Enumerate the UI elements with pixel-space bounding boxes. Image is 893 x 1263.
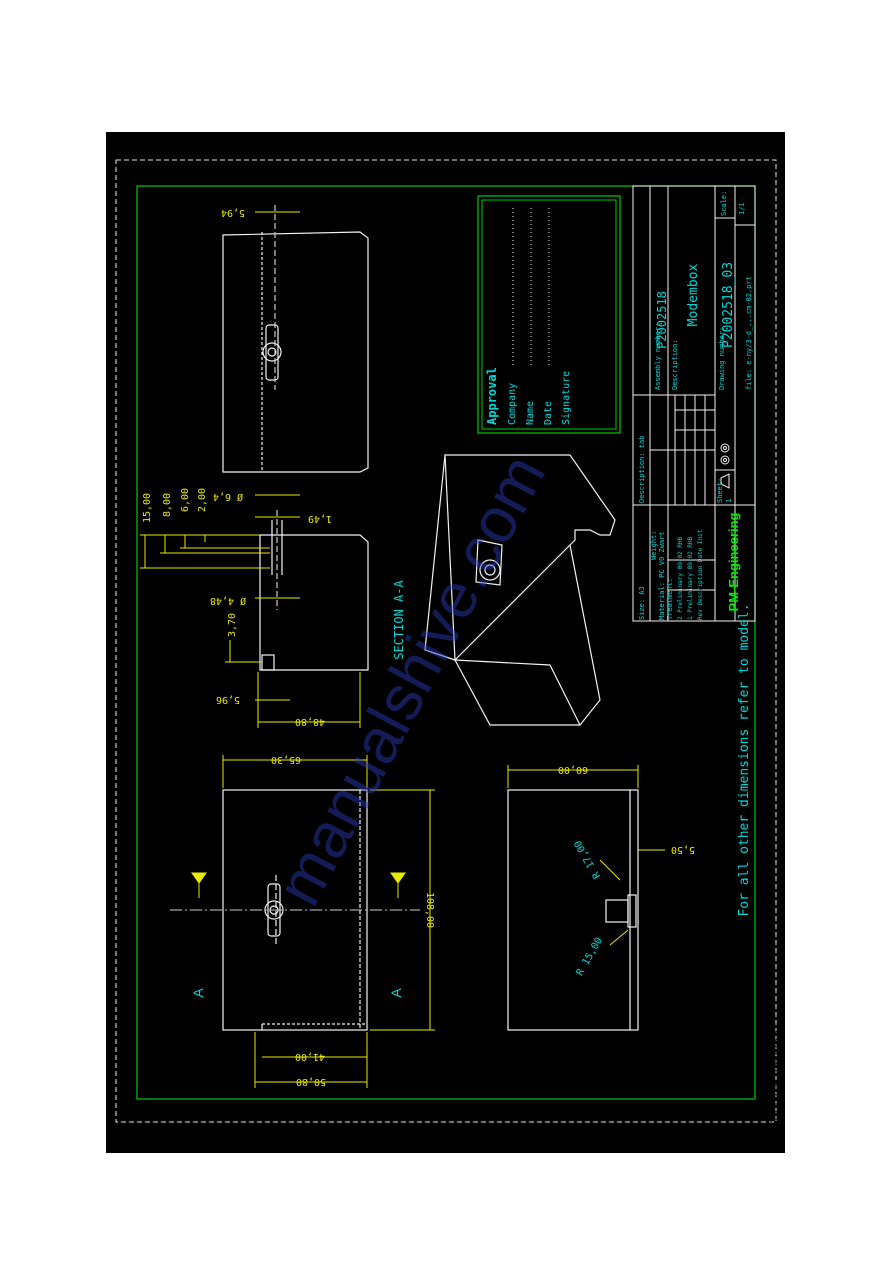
section-arrows: [191, 872, 406, 898]
sheet-footer-label: SHT1 [DWG] WORK: [768, 1028, 782, 1140]
approval-box: [477, 195, 621, 434]
bottom-view-dims: [507, 765, 665, 946]
dashed-frame: [115, 159, 777, 1123]
sheet-footer: SHT1 [DWG] WORK: [764, 1016, 786, 1152]
drawing-border: [136, 185, 756, 1100]
isometric-view: [424, 454, 616, 726]
third-angle-symbol: [720, 443, 730, 489]
section-dims: [140, 494, 361, 728]
drawing-background: [106, 132, 785, 1153]
side-view: [222, 205, 369, 473]
section-view: [259, 510, 369, 671]
bottom-view: [507, 789, 639, 1031]
title-block: [632, 185, 756, 622]
top-view-dims: [222, 755, 435, 1088]
